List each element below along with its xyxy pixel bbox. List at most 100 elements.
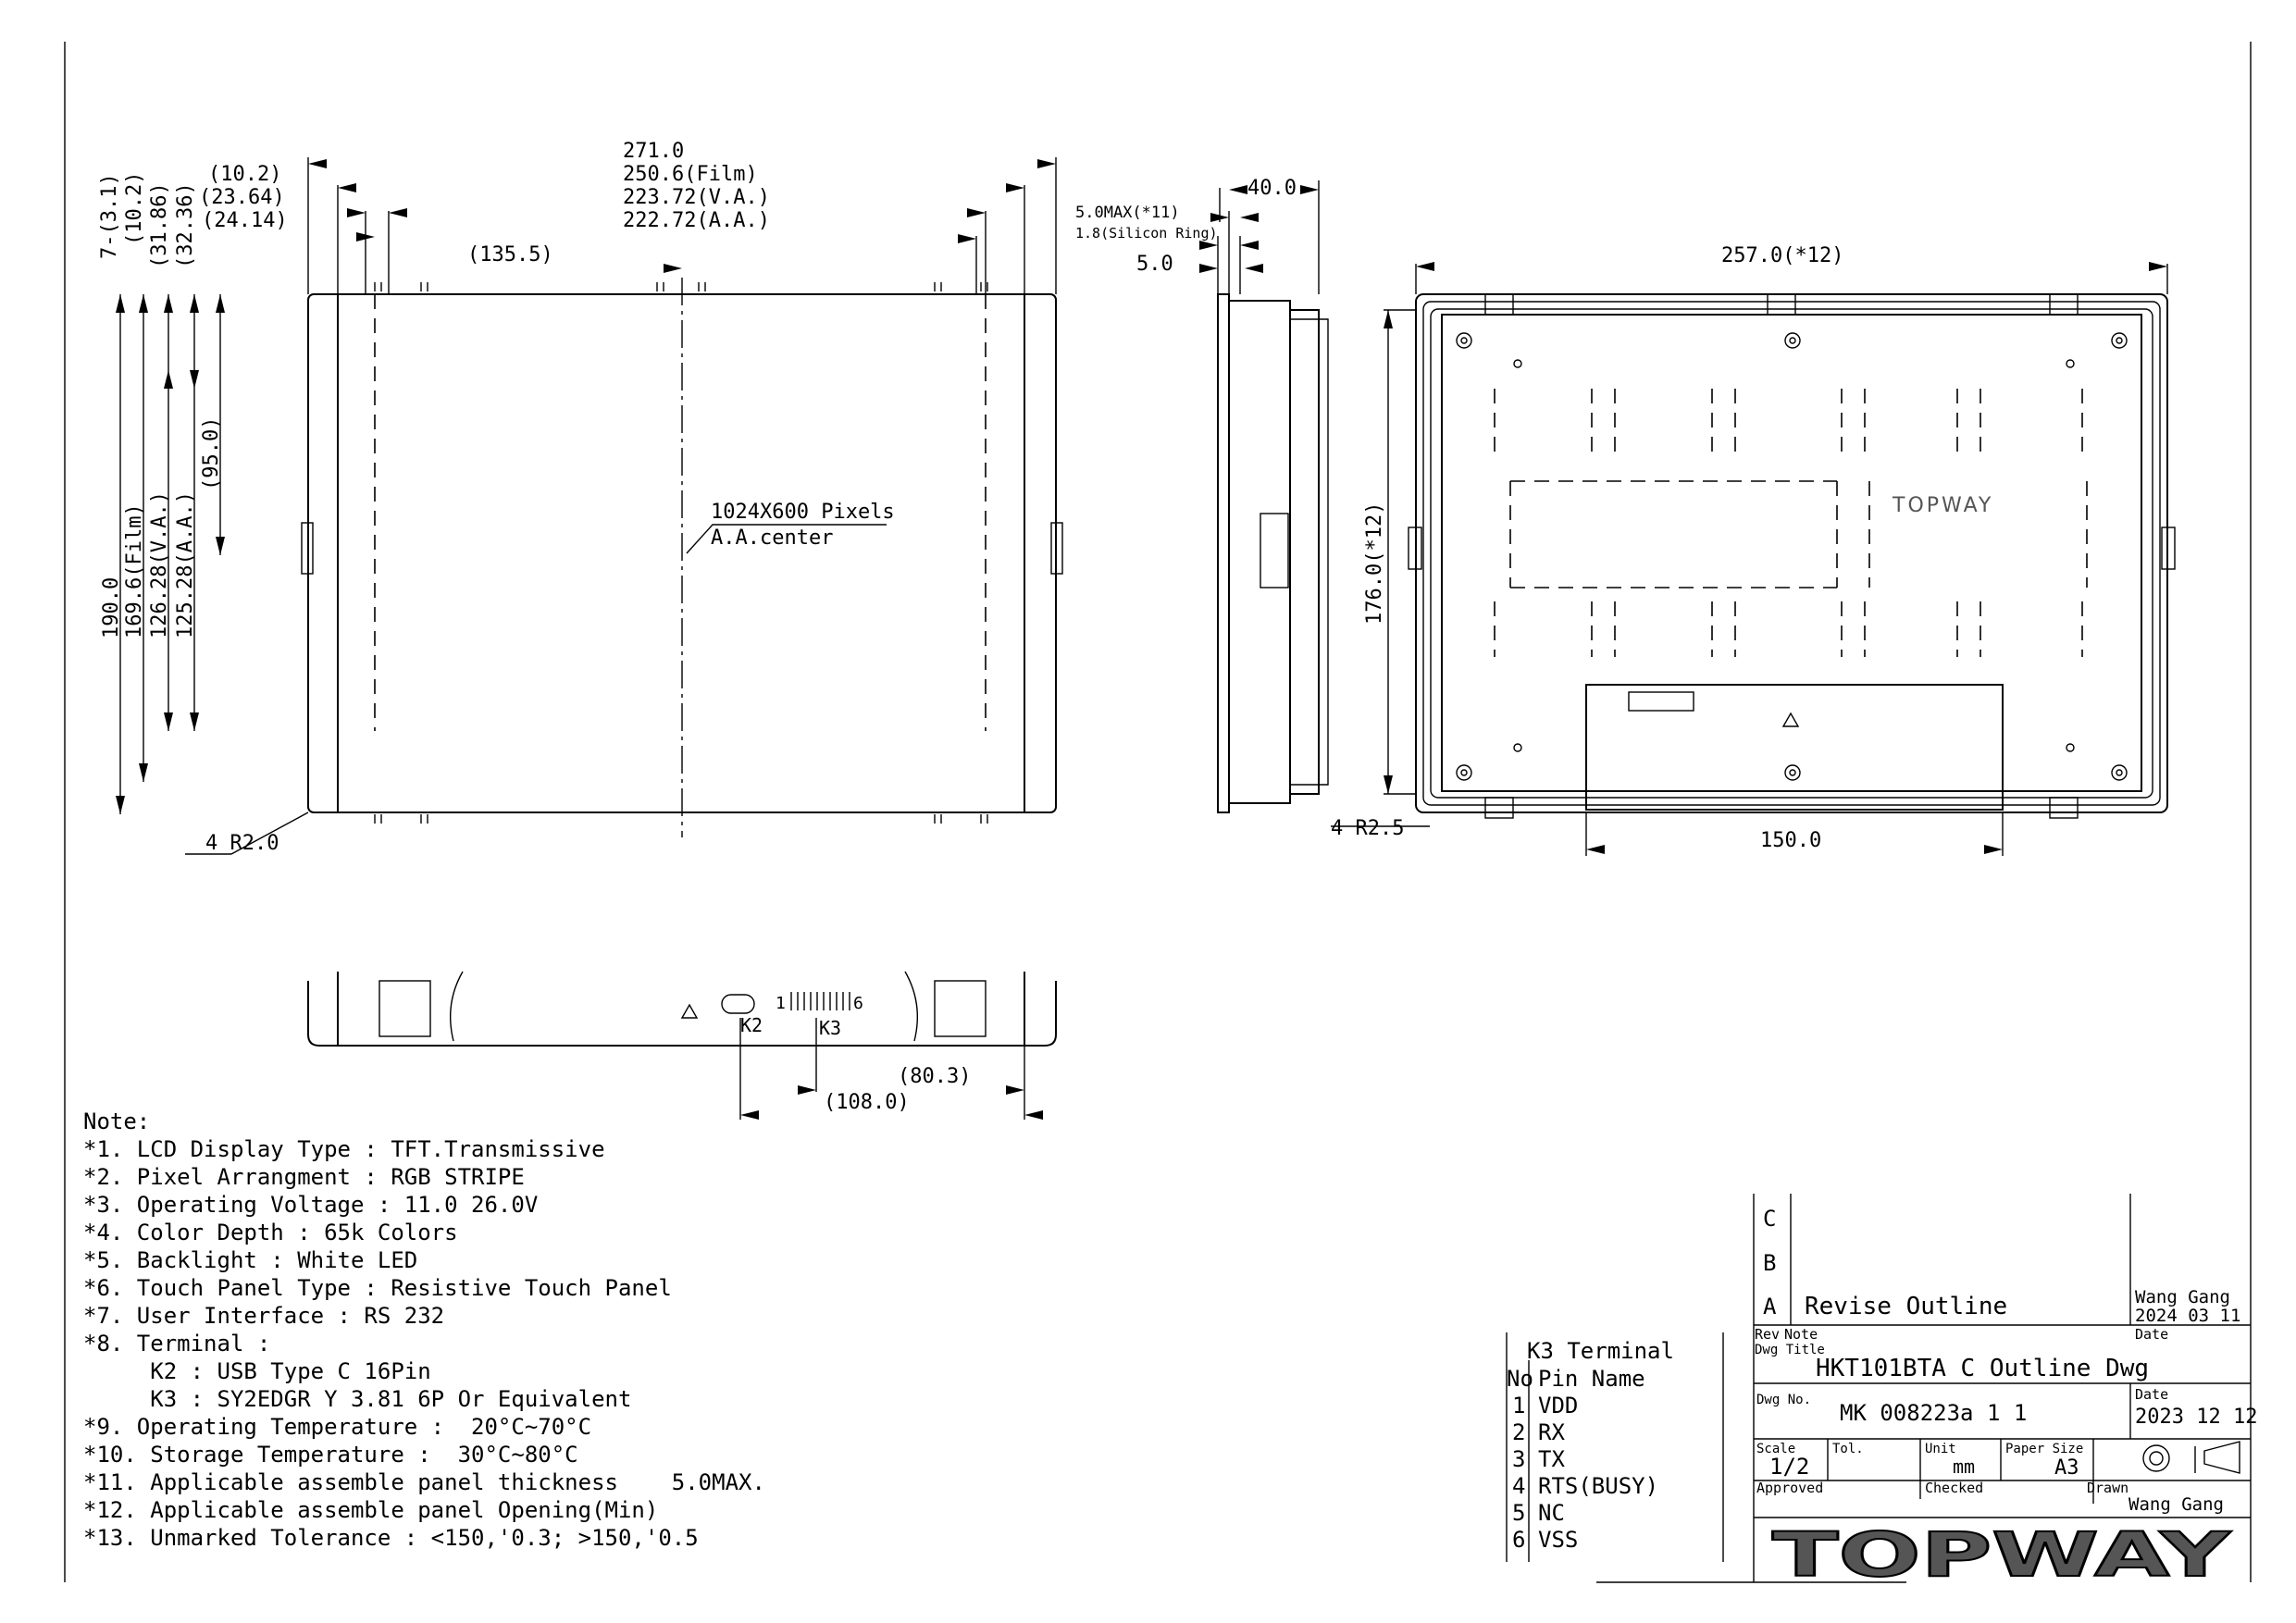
pin-header-no: No — [1507, 1366, 1533, 1392]
rev-a-note: Revise Outline — [1805, 1293, 2007, 1320]
label-date-2: Date — [2135, 1386, 2168, 1403]
dim-125-28: 125.28(A.A.) — [174, 491, 197, 638]
topway-logo: TOPWAY — [1772, 1519, 2232, 1591]
panel-thickness-max: 5.0MAX(*11) — [1075, 204, 1180, 222]
pin-row-no: 3 — [1512, 1446, 1525, 1472]
rev-a-date: 2024 03 11 — [2135, 1306, 2240, 1326]
pin-header-name: Pin Name — [1538, 1366, 1645, 1392]
corner-radius-side: 4 R2.5 — [1331, 817, 1404, 840]
dim-80-3: (80.3) — [898, 1065, 971, 1088]
pin-row-no: 1 — [1512, 1393, 1525, 1419]
pin-row-name: RTS(BUSY) — [1538, 1473, 1658, 1499]
note-9: *9. Operating Temperature : 20°C~70°C — [83, 1414, 591, 1440]
rev-c: C — [1763, 1206, 1776, 1232]
dwg-title: HKT101BTA C Outline Dwg — [1816, 1355, 2149, 1382]
note-3: *3. Operating Voltage : 11.0 26.0V — [83, 1192, 538, 1218]
note-5: *5. Backlight : White LED — [83, 1247, 417, 1273]
corner-radius-front: 4 R2.0 — [205, 832, 279, 855]
label-drawn: Drawn — [2087, 1480, 2128, 1496]
label-scale: Scale — [1756, 1442, 1795, 1456]
pin-row-no: 2 — [1512, 1419, 1525, 1445]
drawn-by: Wang Gang — [2128, 1494, 2224, 1515]
label-rev: Rev — [1755, 1326, 1780, 1343]
note-2: *2. Pixel Arrangment : RGB STRIPE — [83, 1164, 525, 1190]
pin-row-name: VSS — [1538, 1527, 1578, 1553]
note-10: *10. Storage Temperature : 30°C~80°C — [83, 1442, 578, 1468]
note-6: *6. Touch Panel Type : Resistive Touch P… — [83, 1275, 672, 1301]
label-approved: Approved — [1756, 1480, 1823, 1496]
dim-223-72-va: 223.72(V.A.) — [623, 186, 770, 209]
unit-value: mm — [1953, 1456, 1975, 1478]
pin-row-name: NC — [1538, 1500, 1565, 1526]
rear-logo: TOPWAY — [1892, 494, 1993, 517]
dim-190: 190.0 — [100, 577, 123, 638]
note-4: *4. Color Depth : 65k Colors — [83, 1220, 458, 1245]
hole-count: 7-(3.1) — [98, 173, 121, 259]
dim-169-6: 169.6(Film) — [123, 503, 146, 638]
title-block: C B A Revise Outline Wang Gang 2024 03 1… — [1753, 1194, 2257, 1592]
label-note: Note — [1784, 1326, 1818, 1343]
note-13: *13. Unmarked Tolerance : <150,'0.3; >15… — [83, 1525, 699, 1551]
dim-108: (108.0) — [824, 1091, 910, 1114]
side-dim-5: 5.0 — [1136, 253, 1173, 276]
pin-end: 6 — [853, 994, 863, 1013]
note-8-k3: K3 : SY2EDGR Y 3.81 6P Or Equivalent — [83, 1386, 631, 1412]
dim-222-72-aa: 222.72(A.A.) — [623, 209, 770, 232]
rear-view — [1384, 262, 2176, 856]
rear-height: 176.0(*12) — [1363, 502, 1386, 625]
k2-label: K2 — [740, 1014, 763, 1036]
note-11: *11. Applicable assemble panel thickness… — [83, 1469, 765, 1495]
note-7: *7. User Interface : RS 232 — [83, 1303, 444, 1329]
dwg-no: MK 008223a 1 1 — [1840, 1400, 2027, 1426]
label-checked: Checked — [1925, 1480, 1983, 1496]
dim-135-5: (135.5) — [467, 243, 553, 266]
note-8-k2: K2 : USB Type C 16Pin — [83, 1358, 431, 1384]
pin-row-name: VDD — [1538, 1393, 1578, 1419]
rear-width: 257.0(*12) — [1721, 244, 1843, 267]
pin-row-no: 6 — [1512, 1527, 1525, 1553]
dim-126-28: 126.28(V.A.) — [148, 491, 171, 638]
side-depth-40: 40.0 — [1247, 177, 1297, 200]
rev-b: B — [1763, 1250, 1776, 1276]
pin-row-name: TX — [1538, 1446, 1565, 1472]
label-paper-size: Paper Size — [2005, 1442, 2083, 1456]
notes-heading: Note: — [83, 1109, 150, 1134]
pin-start: 1 — [776, 994, 786, 1013]
note-8: *8. Terminal : — [83, 1331, 270, 1357]
dim-250-6-film: 250.6(Film) — [623, 163, 758, 186]
silicon-ring-thickness: 1.8(Silicon Ring) — [1075, 225, 1218, 242]
pin-row-no: 5 — [1512, 1500, 1525, 1526]
notes: Note: *1. LCD Display Type : TFT.Transmi… — [83, 1109, 765, 1551]
pin-row-name: RX — [1538, 1419, 1565, 1445]
scale-value: 1/2 — [1769, 1454, 1809, 1480]
pin-table: K3 Terminal No Pin Name 1 VDD 2 RX 3 TX … — [1506, 1332, 1724, 1562]
bottom-view — [307, 971, 1057, 1120]
dim-32-36: (32.36) — [174, 182, 197, 268]
rev-a: A — [1763, 1294, 1777, 1319]
label-date: Date — [2135, 1326, 2168, 1343]
label-dwg-title: Dwg Title — [1755, 1343, 1825, 1357]
dim-23-64: (23.64) — [199, 186, 285, 209]
dim-10-2-v: (10.2) — [123, 172, 146, 245]
note-1: *1. LCD Display Type : TFT.Transmissive — [83, 1136, 605, 1162]
pixels-label: 1024X600 Pixels — [711, 501, 895, 524]
front-view — [116, 157, 1063, 855]
aa-center-label: A.A.center — [711, 527, 833, 550]
dim-10-2: (10.2) — [208, 163, 281, 186]
k3-label: K3 — [819, 1017, 841, 1039]
dim-24-14: (24.14) — [202, 209, 288, 232]
rev-a-by: Wang Gang — [2135, 1287, 2230, 1307]
rear-bottom-width: 150.0 — [1760, 829, 1821, 852]
label-unit: Unit — [1925, 1442, 1956, 1456]
label-tol: Tol. — [1832, 1442, 1864, 1456]
dim-31-86: (31.86) — [148, 182, 171, 268]
dim-271: 271.0 — [623, 140, 684, 163]
pin-row-no: 4 — [1512, 1473, 1525, 1499]
pin-table-title: K3 Terminal — [1527, 1338, 1674, 1364]
note-12: *12. Applicable assemble panel Opening(M… — [83, 1497, 658, 1523]
side-view — [1199, 180, 1430, 827]
drawing-date: 2023 12 12 — [2135, 1406, 2257, 1429]
label-dwg-no: Dwg No. — [1756, 1393, 1811, 1407]
dim-95: (95.0) — [200, 417, 223, 490]
